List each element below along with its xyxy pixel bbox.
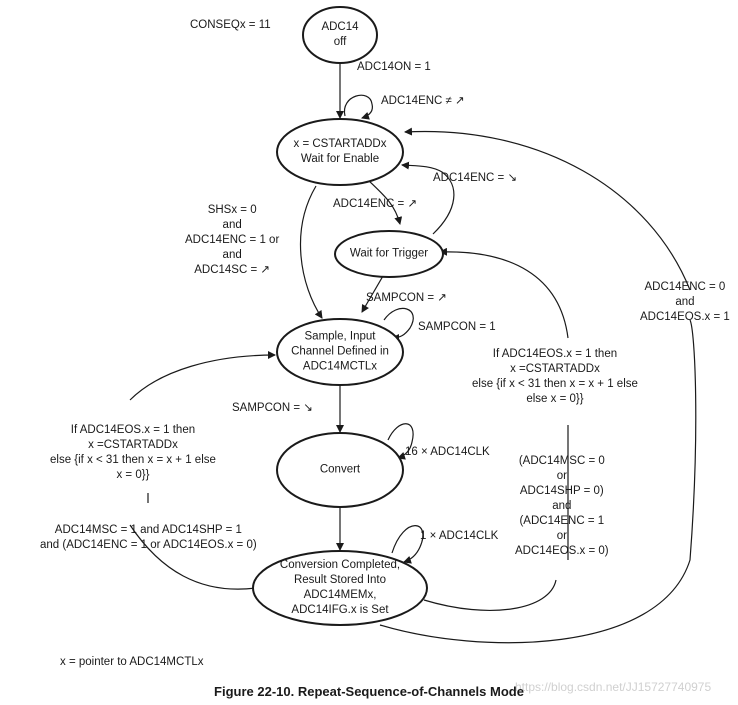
transition-line: x =CSTARTADDx bbox=[510, 363, 600, 375]
transition-line: ADC14ENC = ↗ bbox=[333, 198, 418, 210]
edge-convert-self bbox=[387, 423, 414, 460]
edge-trigger-to-enable bbox=[401, 161, 455, 235]
transition-label-sample-to-convert: SAMPCON = ↘ bbox=[232, 401, 313, 416]
state-line: Result Stored Into bbox=[293, 574, 387, 586]
state-line: ADC14MEMx, bbox=[303, 589, 377, 601]
state-line: Channel Defined in bbox=[291, 345, 389, 358]
transition-label-completed-to-sample: If ADC14EOS.x = 1 then x =CSTARTADDx els… bbox=[50, 423, 216, 483]
transition-line: and bbox=[552, 500, 572, 512]
edge-trigger-to-sample bbox=[361, 275, 384, 313]
transition-line: else {if x < 31 then x = x + 1 else bbox=[50, 454, 216, 466]
transition-line: (ADC14MSC = 0 bbox=[518, 455, 605, 467]
transition-label-completed-self: 1 × ADC14CLK bbox=[420, 529, 498, 544]
footnote: x = pointer to ADC14MCTLx bbox=[60, 656, 204, 668]
transition-line: or bbox=[556, 530, 567, 542]
watermark: https://blog.csdn.net/JJ15727740975 bbox=[515, 680, 712, 694]
transition-line: ADC14ENC = 0 bbox=[644, 281, 726, 293]
transition-line: else x = 0}} bbox=[526, 393, 584, 405]
transition-line: ADC14ON = 1 bbox=[357, 61, 431, 73]
transition-line: SAMPCON = ↗ bbox=[366, 292, 447, 304]
transition-line: ADC14EOS.x = 1 bbox=[640, 311, 730, 323]
state-convert bbox=[276, 432, 404, 508]
transition-line: ADC14SHP = 0) bbox=[519, 485, 604, 497]
transition-label-completed-to-trigger-cond: (ADC14MSC = 0 or ADC14SHP = 0) and (ADC1… bbox=[515, 454, 609, 559]
transition-line: else {if x < 31 then x = x + 1 else bbox=[472, 378, 638, 390]
transition-label-completed-to-sample-cond: ADC14MSC = 1 and ADC14SHP = 1 and (ADC14… bbox=[40, 523, 257, 553]
state-wait-enable bbox=[276, 118, 404, 186]
state-line: x = CSTARTADDx bbox=[293, 138, 387, 150]
transition-line: SAMPCON = 1 bbox=[418, 321, 496, 333]
edge-sample-self bbox=[383, 307, 414, 342]
transition-line: x =CSTARTADDx bbox=[88, 439, 178, 451]
state-sample bbox=[276, 318, 404, 386]
transition-label-completed-to-enable: ADC14ENC = 0 and ADC14EOS.x = 1 bbox=[640, 280, 730, 325]
transition-line: and bbox=[222, 249, 242, 261]
transition-label-trigger-to-sample: SAMPCON = ↗ bbox=[366, 291, 447, 306]
mode-note: CONSEQx = 11 bbox=[190, 19, 271, 31]
state-completed bbox=[252, 550, 428, 626]
figure-caption: Figure 22-10. Repeat-Sequence-of-Channel… bbox=[214, 684, 524, 699]
transition-label-sample-self: SAMPCON = 1 bbox=[418, 320, 496, 335]
state-line: Sample, Input bbox=[304, 330, 376, 343]
state-line: ADC14IFG.x is Set bbox=[291, 604, 389, 616]
transition-line: If ADC14EOS.x = 1 then bbox=[70, 424, 196, 436]
state-label-sample: Sample, Input Channel Defined in ADC14MC… bbox=[291, 330, 389, 375]
transition-line: and bbox=[222, 219, 242, 231]
state-label-adc-off: ADC14 off bbox=[321, 20, 358, 50]
state-label-convert: Convert bbox=[320, 463, 360, 478]
transition-line: 16 × ADC14CLK bbox=[405, 446, 490, 458]
transition-label-off-to-enable: ADC14ON = 1 bbox=[357, 60, 431, 75]
transition-line: ADC14ENC ≠ ↗ bbox=[381, 95, 465, 107]
state-line: Convert bbox=[319, 463, 361, 476]
transition-line: If ADC14EOS.x = 1 then bbox=[492, 348, 618, 360]
state-adc-off bbox=[302, 6, 378, 64]
edge-enable-to-sample bbox=[300, 185, 323, 319]
transition-line: SAMPCON = ↘ bbox=[232, 402, 313, 414]
state-line: Conversion Completed, bbox=[279, 559, 401, 571]
edge-completed-to-trigger bbox=[423, 252, 569, 611]
state-line: Wait for Enable bbox=[300, 153, 380, 165]
transition-line: ADC14ENC = 1 or bbox=[185, 234, 280, 246]
state-label-wait-enable: x = CSTARTADDx Wait for Enable bbox=[294, 137, 387, 167]
state-line: ADC14 bbox=[321, 21, 359, 33]
edge-completed-to-sample bbox=[129, 355, 275, 590]
state-label-completed: Conversion Completed, Result Stored Into… bbox=[280, 558, 400, 618]
edge-completed-to-enable bbox=[379, 131, 697, 644]
transition-line: and bbox=[675, 296, 695, 308]
state-wait-trigger bbox=[334, 230, 444, 278]
transition-line: and (ADC14ENC = 1 or ADC14EOS.x = 0) bbox=[40, 539, 257, 551]
transition-line: or bbox=[556, 470, 567, 482]
transition-line: ADC14EOS.x = 0) bbox=[515, 545, 609, 557]
transition-label-convert-self: 16 × ADC14CLK bbox=[405, 445, 490, 460]
transition-line: ADC14MSC = 1 and ADC14SHP = 1 bbox=[54, 524, 242, 536]
state-line: ADC14MCTLx bbox=[302, 360, 378, 373]
transition-line: ADC14ENC = ↘ bbox=[433, 172, 518, 184]
edge-enable-to-trigger bbox=[367, 179, 403, 225]
transition-line: SHSx = 0 bbox=[207, 204, 257, 216]
state-line: off bbox=[333, 36, 347, 48]
transition-label-enable-to-trigger: ADC14ENC = ↗ bbox=[333, 197, 417, 212]
transition-line: (ADC14ENC = 1 bbox=[519, 515, 605, 527]
state-label-wait-trigger: Wait for Trigger bbox=[350, 247, 428, 262]
transition-line: ADC14SC = ↗ bbox=[194, 264, 271, 276]
transition-label-enable-self: ADC14ENC ≠ ↗ bbox=[381, 94, 465, 109]
edge-completed-self bbox=[391, 525, 424, 564]
transition-line: x = 0}} bbox=[116, 469, 150, 481]
transition-label-trigger-to-enable: ADC14ENC = ↘ bbox=[433, 171, 517, 186]
state-line: Wait for Trigger bbox=[349, 247, 429, 260]
transition-label-enable-to-sample: SHSx = 0 and ADC14ENC = 1 or and ADC14SC… bbox=[185, 203, 279, 278]
transition-label-completed-to-trigger: If ADC14EOS.x = 1 then x =CSTARTADDx els… bbox=[472, 347, 638, 407]
transition-line: 1 × ADC14CLK bbox=[420, 530, 499, 542]
edge-enable-self bbox=[343, 94, 373, 120]
